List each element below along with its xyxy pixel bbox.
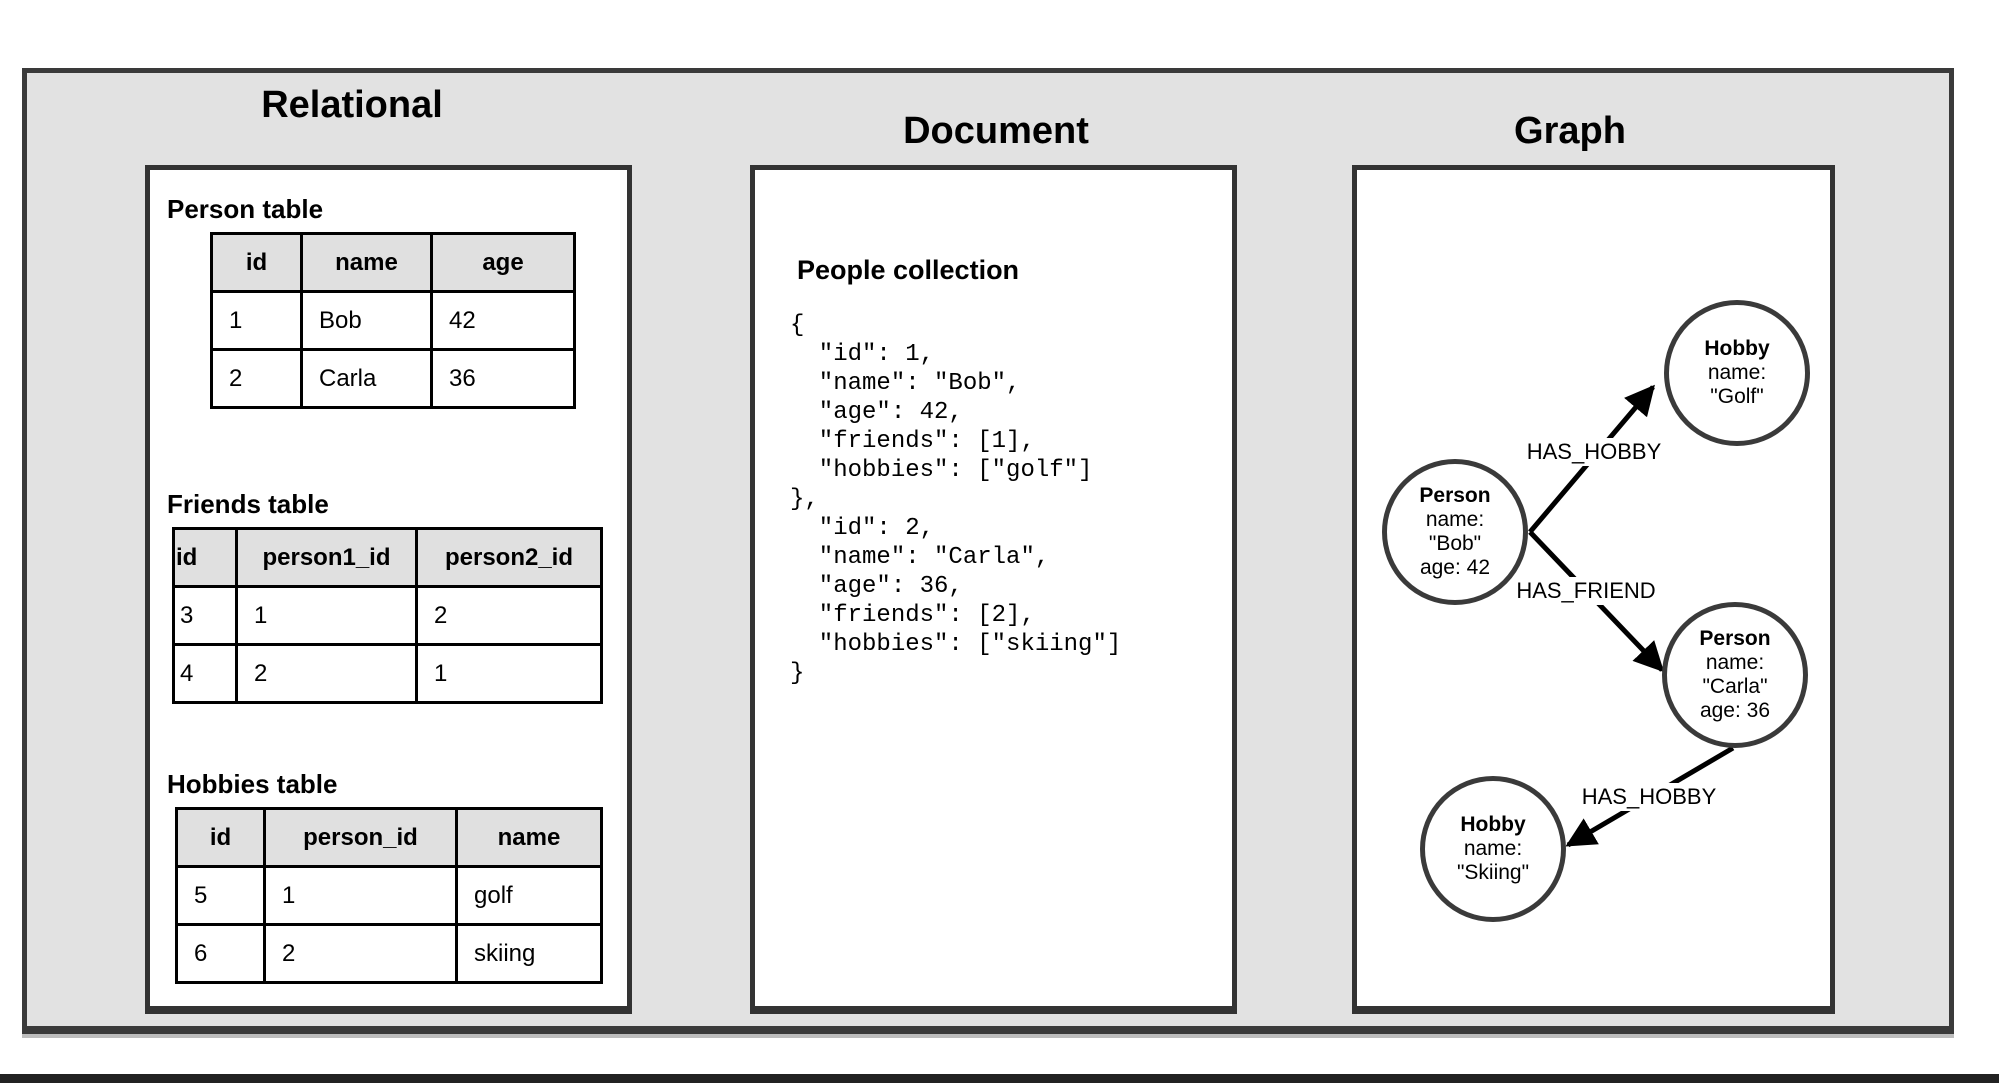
table-cell: 42 — [430, 290, 576, 351]
node-property-key: name: — [1463, 837, 1523, 860]
table-cell: 36 — [430, 348, 576, 409]
table-cell: skiing — [455, 923, 603, 984]
friends-table-header-person1-id: person1_id — [235, 527, 418, 588]
table-cell: golf — [455, 865, 603, 926]
friends-table: id person1_id person2_id 3 1 2 4 2 1 — [172, 527, 603, 704]
code-line: } — [790, 660, 805, 687]
table-cell: Carla — [300, 348, 433, 409]
person-table-header-row: id name age — [210, 232, 576, 293]
node-property-age: age: 36 — [1699, 699, 1771, 722]
node-property-key: name: — [1425, 508, 1485, 531]
node-property-value: "Golf" — [1710, 385, 1764, 408]
table-cell: 5 — [175, 865, 266, 926]
edge-label-has-hobby-bottom: HAS_HOBBY — [1578, 783, 1720, 811]
hobbies-table-row: 6 2 skiing — [175, 923, 603, 984]
people-collection-title: People collection — [797, 255, 1020, 285]
person-table-header-name: name — [300, 232, 433, 293]
graph-node-hobby-skiing: Hobby name: "Skiing" — [1420, 776, 1566, 922]
node-property-age: age: 42 — [1419, 556, 1491, 579]
json-code-block: { "id": 1, "name": "Bob", "age": 42, "fr… — [790, 311, 1121, 688]
hobbies-table-header-person-id: person_id — [263, 807, 458, 868]
table-cell: 1 — [415, 643, 603, 704]
hobbies-table-caption: Hobbies table — [167, 769, 338, 799]
table-cell: 1 — [263, 865, 458, 926]
window-bottom-edge — [0, 1074, 1999, 1083]
friends-table-row: 3 1 2 — [172, 585, 603, 646]
edge-label-has-hobby-top: HAS_HOBBY — [1523, 438, 1665, 466]
friends-table-header-id: id — [172, 527, 238, 588]
relational-section-title: Relational — [261, 84, 443, 126]
node-label: Hobby — [1460, 813, 1526, 836]
node-property-value: "Bob" — [1428, 532, 1482, 555]
table-cell: 1 — [235, 585, 418, 646]
table-cell: 3 — [172, 585, 238, 646]
friends-table-header-row: id person1_id person2_id — [172, 527, 603, 588]
person-table-header-id: id — [210, 232, 303, 293]
code-line: "hobbies": ["skiing"] — [790, 631, 1122, 658]
table-cell: 2 — [210, 348, 303, 409]
hobbies-table-header-row: id person_id name — [175, 807, 603, 868]
graph-section-title: Graph — [1514, 110, 1626, 152]
table-cell: 6 — [175, 923, 266, 984]
table-cell: Bob — [300, 290, 433, 351]
table-cell: 2 — [263, 923, 458, 984]
code-line: "age": 36, — [790, 573, 963, 600]
code-line: { — [790, 312, 805, 339]
document-section-title: Document — [903, 110, 1089, 152]
person-table: id name age 1 Bob 42 2 Carla 36 — [210, 232, 576, 409]
code-line: "id": 1, — [790, 341, 935, 368]
graph-node-person-carla: Person name: "Carla" age: 36 — [1662, 602, 1808, 748]
node-label: Person — [1699, 627, 1771, 650]
table-cell: 2 — [235, 643, 418, 704]
table-cell: 2 — [415, 585, 603, 646]
table-cell: 4 — [172, 643, 238, 704]
document-panel: People collection { "id": 1, "name": "Bo… — [750, 165, 1237, 1014]
person-table-header-age: age — [430, 232, 576, 293]
friends-table-caption: Friends table — [167, 489, 329, 519]
person-table-row: 2 Carla 36 — [210, 348, 576, 409]
person-table-caption: Person table — [167, 194, 324, 224]
code-line: "friends": [2], — [790, 602, 1035, 629]
node-property-key: name: — [1707, 361, 1767, 384]
edge-label-has-friend: HAS_FRIEND — [1513, 577, 1659, 605]
person-table-row: 1 Bob 42 — [210, 290, 576, 351]
code-line: }, — [790, 486, 819, 513]
code-line: "hobbies": ["golf"] — [790, 457, 1093, 484]
code-line: "name": "Carla", — [790, 544, 1050, 571]
hobbies-table-header-id: id — [175, 807, 266, 868]
relational-panel: Person table id name age 1 Bob 42 2 Carl… — [145, 165, 632, 1014]
node-label: Hobby — [1704, 337, 1770, 360]
node-property-value: "Carla" — [1702, 675, 1768, 698]
table-cell: 1 — [210, 290, 303, 351]
code-line: "id": 2, — [790, 515, 935, 542]
node-property-key: name: — [1705, 651, 1765, 674]
code-line: "friends": [1], — [790, 428, 1035, 455]
hobbies-table-header-name: name — [455, 807, 603, 868]
graph-node-hobby-golf: Hobby name: "Golf" — [1664, 300, 1810, 446]
hobbies-table: id person_id name 5 1 golf 6 2 skiing — [175, 807, 603, 984]
graph-panel: HAS_HOBBY HAS_FRIEND HAS_HOBBY Hobby nam… — [1352, 165, 1835, 1014]
hobbies-table-row: 5 1 golf — [175, 865, 603, 926]
graph-node-person-bob: Person name: "Bob" age: 42 — [1382, 459, 1528, 605]
friends-table-header-person2-id: person2_id — [415, 527, 603, 588]
node-label: Person — [1419, 484, 1491, 507]
node-property-value: "Skiing" — [1456, 861, 1530, 884]
code-line: "name": "Bob", — [790, 370, 1021, 397]
friends-table-row: 4 2 1 — [172, 643, 603, 704]
code-line: "age": 42, — [790, 399, 963, 426]
